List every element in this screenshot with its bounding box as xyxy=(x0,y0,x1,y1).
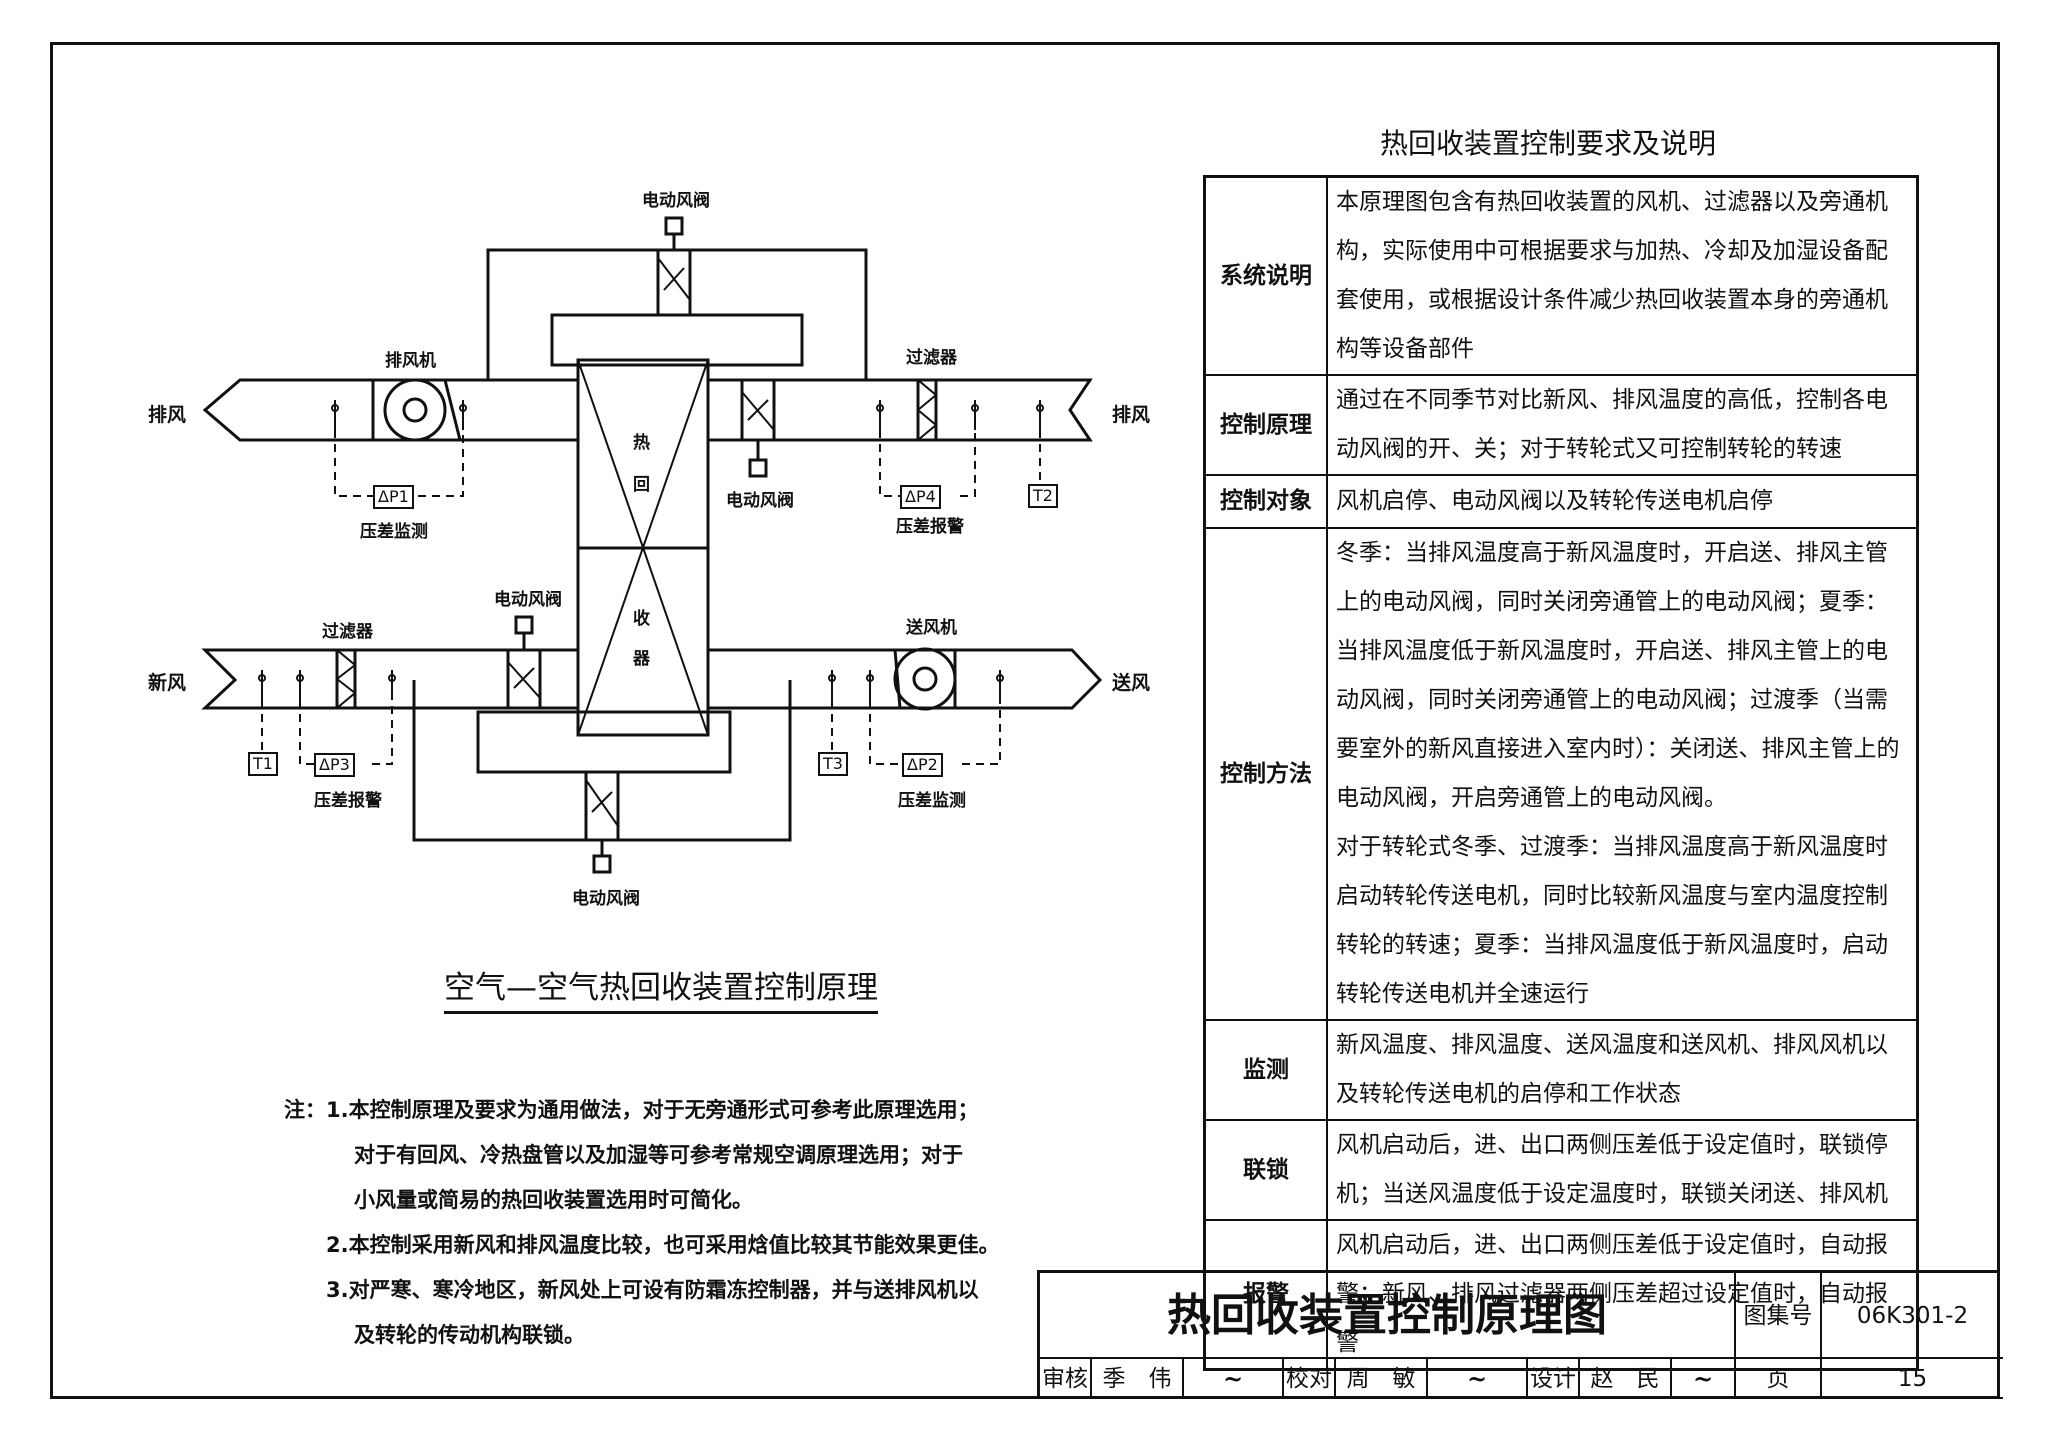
outdoor-duct-top xyxy=(708,378,1093,442)
design-label: 设计 xyxy=(1528,1359,1580,1399)
table-row: 联锁 风机启动后，进、出口两侧压差低于设定值时，联锁停机；当送风温度低于设定温度… xyxy=(1203,1119,1919,1221)
notes-block: 注：1.本控制原理及要求为通用做法，对于无旁通形式可参考此原理选用； 对于有回风… xyxy=(284,1088,1004,1358)
drawing-frame xyxy=(50,42,2000,1399)
review-name: 季 伟 xyxy=(1092,1359,1184,1399)
hr-char-3: 收 xyxy=(633,609,650,629)
table-row: 控制方法 冬季：当排风温度高于新风温度时，开启送、排风主管上的电动风阀，同时关闭… xyxy=(1203,527,1919,1021)
valve-mid-lower-label: 电动风阀 xyxy=(494,590,562,610)
dp4-caption: 压差报警 xyxy=(896,517,964,537)
hr-char-4: 器 xyxy=(633,649,650,669)
table-row: 系统说明 本原理图包含有热回收装置的风机、过滤器以及旁通机构，实际使用中可根据要… xyxy=(1203,175,1919,376)
check-label: 校对 xyxy=(1284,1359,1336,1399)
row-key: 控制对象 xyxy=(1203,474,1328,529)
design-name: 赵 民 xyxy=(1580,1359,1672,1399)
check-signature: ~ xyxy=(1428,1359,1528,1399)
fresh-end-label: 新风 xyxy=(148,672,187,694)
table-title: 热回收装置控制要求及说明 xyxy=(1380,127,1717,160)
exhaust-end-label: 排风 xyxy=(148,404,187,426)
atlas-label: 图集号 xyxy=(1736,1273,1822,1359)
row-value: 风机启动后，进、出口两侧压差低于设定值时，自动报警；新风、排风过滤器两侧压差超过… xyxy=(1326,1219,1919,1371)
table-row: 控制对象 风机启停、电动风阀以及转轮传送电机启停 xyxy=(1203,474,1919,529)
row-value: 本原理图包含有热回收装置的风机、过滤器以及旁通机构，实际使用中可根据要求与加热、… xyxy=(1326,175,1919,376)
table-row: 监测 新风温度、排风温度、送风温度和送风机、排风风机以及转轮传送电机的启停和工作… xyxy=(1203,1019,1919,1121)
review-signature: ~ xyxy=(1184,1359,1284,1399)
table-row: 报警 风机启动后，进、出口两侧压差低于设定值时，自动报警；新风、排风过滤器两侧压… xyxy=(1203,1219,1919,1371)
fresh-air-duct xyxy=(201,648,578,710)
note-line: 3.对严寒、寒冷地区，新风处上可设有防霜冻控制器，并与送排风机以 xyxy=(326,1278,979,1302)
review-label: 审核 xyxy=(1040,1359,1092,1399)
design-signature: ~ xyxy=(1672,1359,1736,1399)
lower-bypass-duct xyxy=(412,680,792,842)
valve-bottom-symbol xyxy=(585,779,619,827)
page-label: 页 xyxy=(1736,1359,1822,1399)
note-line: 对于有回风、冷热盘管以及加湿等可参考常规空调原理选用；对于 xyxy=(354,1143,963,1167)
requirements-table: 系统说明 本原理图包含有热回收装置的风机、过滤器以及旁通机构，实际使用中可根据要… xyxy=(1203,175,1919,1371)
dp3-box: ΔP3 xyxy=(314,753,355,777)
filter-bottom-label: 过滤器 xyxy=(322,622,373,642)
upper-bypass-duct xyxy=(486,248,868,380)
atlas-number: 06K301-2 xyxy=(1822,1273,2003,1359)
outlet-end-label: 排风 xyxy=(1112,404,1151,426)
row-key: 联锁 xyxy=(1203,1119,1328,1221)
lower-plenum xyxy=(476,710,732,774)
table-row: 控制原理 通过在不同季节对比新风、排风温度的高低，控制各电动风阀的开、关；对于转… xyxy=(1203,374,1919,476)
dp2-caption: 压差监测 xyxy=(898,791,966,811)
t1-box: T1 xyxy=(248,752,278,776)
note-line: 2.本控制采用新风和排风温度比较，也可采用焓值比较其节能效果更佳。 xyxy=(326,1233,1000,1257)
row-value: 通过在不同季节对比新风、排风温度的高低，控制各电动风阀的开、关；对于转轮式又可控… xyxy=(1326,374,1919,476)
row-key: 监测 xyxy=(1203,1019,1328,1121)
valve-top-symbol xyxy=(657,257,691,301)
supply-fan-label: 送风机 xyxy=(906,618,957,638)
dp4-box: ΔP4 xyxy=(900,485,941,509)
row-value: 冬季：当排风温度高于新风温度时，开启送、排风主管上的电动风阀，同时关闭旁通管上的… xyxy=(1326,527,1919,1021)
filter-top-label: 过滤器 xyxy=(906,348,957,368)
drawing-title: 热回收装置控制原理图 xyxy=(1040,1273,1736,1359)
page-number: 15 xyxy=(1822,1359,2003,1399)
hr-char-1: 热 xyxy=(633,433,650,453)
row-key: 系统说明 xyxy=(1203,175,1328,376)
row-value: 风机启停、电动风阀以及转轮传送电机启停 xyxy=(1326,474,1919,529)
check-name: 周 敏 xyxy=(1336,1359,1428,1399)
row-value-part: 冬季：当排风温度高于新风温度时，开启送、排风主管上的电动风阀，同时关闭旁通管上的… xyxy=(1336,540,1900,811)
valve-mid-upper-label: 电动风阀 xyxy=(726,491,794,511)
exhaust-fan-label: 排风机 xyxy=(385,351,436,371)
note-line: 注：1.本控制原理及要求为通用做法，对于无旁通形式可参考此原理选用； xyxy=(284,1098,979,1122)
row-key: 控制方法 xyxy=(1203,527,1328,1021)
t2-box: T2 xyxy=(1028,484,1058,508)
valve-bottom-label: 电动风阀 xyxy=(572,889,640,909)
row-key: 报警 xyxy=(1203,1219,1328,1371)
dp2-box: ΔP2 xyxy=(902,753,943,777)
filter-top xyxy=(916,378,938,442)
dp1-box: ΔP1 xyxy=(373,485,414,509)
supply-end-label: 送风 xyxy=(1112,672,1151,694)
valve-top-label: 电动风阀 xyxy=(642,191,710,211)
note-line: 及转轮的传动机构联锁。 xyxy=(354,1323,585,1347)
title-block: 热回收装置控制原理图 图集号 06K301-2 审核 季 伟 ~ 校对 周 敏 … xyxy=(1037,1270,2003,1399)
dp1-caption: 压差监测 xyxy=(360,522,428,542)
row-key: 控制原理 xyxy=(1203,374,1328,476)
t3-box: T3 xyxy=(818,752,848,776)
row-value: 风机启动后，进、出口两侧压差低于设定值时，联锁停机；当送风温度低于设定温度时，联… xyxy=(1326,1119,1919,1221)
hr-char-2: 回 xyxy=(633,475,650,495)
row-value: 新风温度、排风温度、送风温度和送风机、排风风机以及转轮传送电机的启停和工作状态 xyxy=(1326,1019,1919,1121)
note-line: 小风量或简易的热回收装置选用时可简化。 xyxy=(354,1188,753,1212)
row-value-part: 对于转轮式冬季、过渡季：当排风温度高于新风温度时启动转轮传送电机，同时比较新风温… xyxy=(1336,834,1888,1007)
dp3-caption: 压差报警 xyxy=(314,791,382,811)
upper-plenum xyxy=(550,313,804,367)
diagram-caption: 空气—空气热回收装置控制原理 xyxy=(444,962,878,1014)
